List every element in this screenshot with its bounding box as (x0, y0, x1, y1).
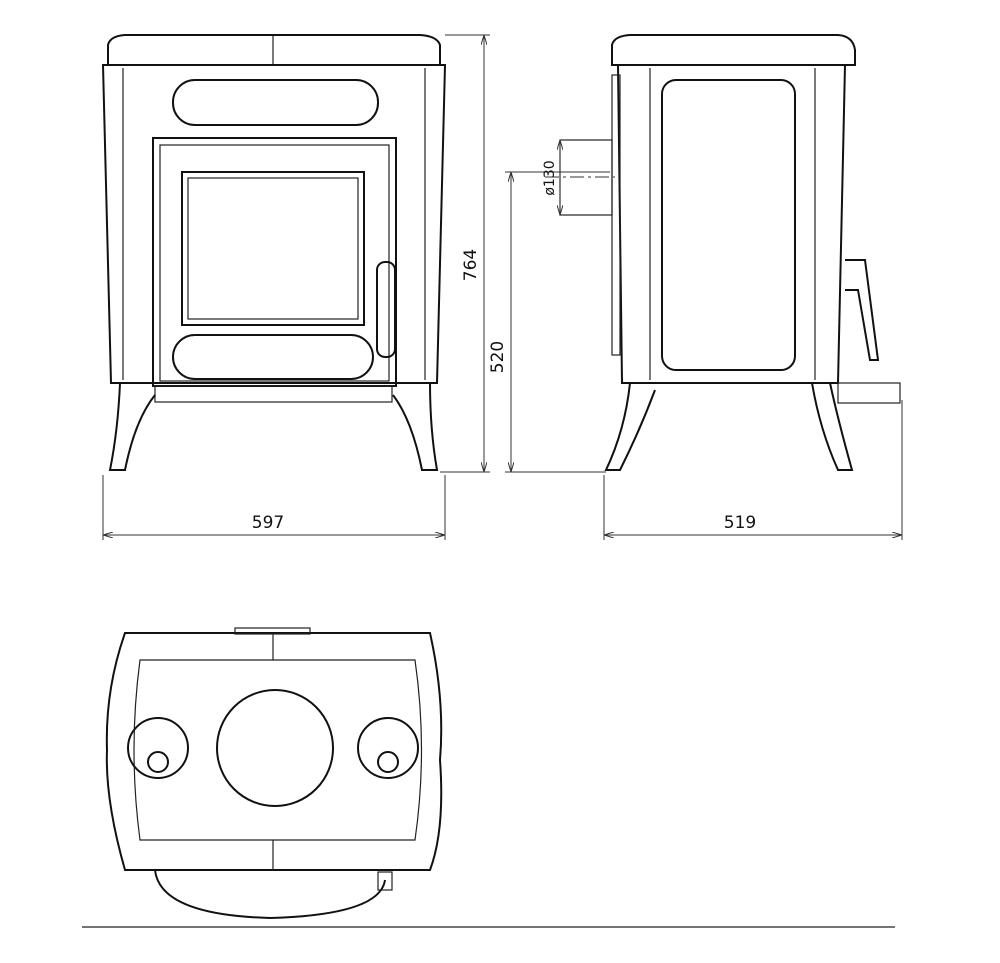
top-view (82, 627, 895, 928)
height-label: 764 (461, 249, 481, 281)
side-view (559, 34, 901, 471)
flue-height-label: 520 (488, 341, 508, 373)
depth-label: 519 (724, 513, 756, 533)
width-label: 597 (252, 513, 284, 533)
dimension-lines (102, 34, 903, 540)
front-view (101, 34, 447, 471)
flue-diameter-label: ø130 (542, 160, 558, 195)
